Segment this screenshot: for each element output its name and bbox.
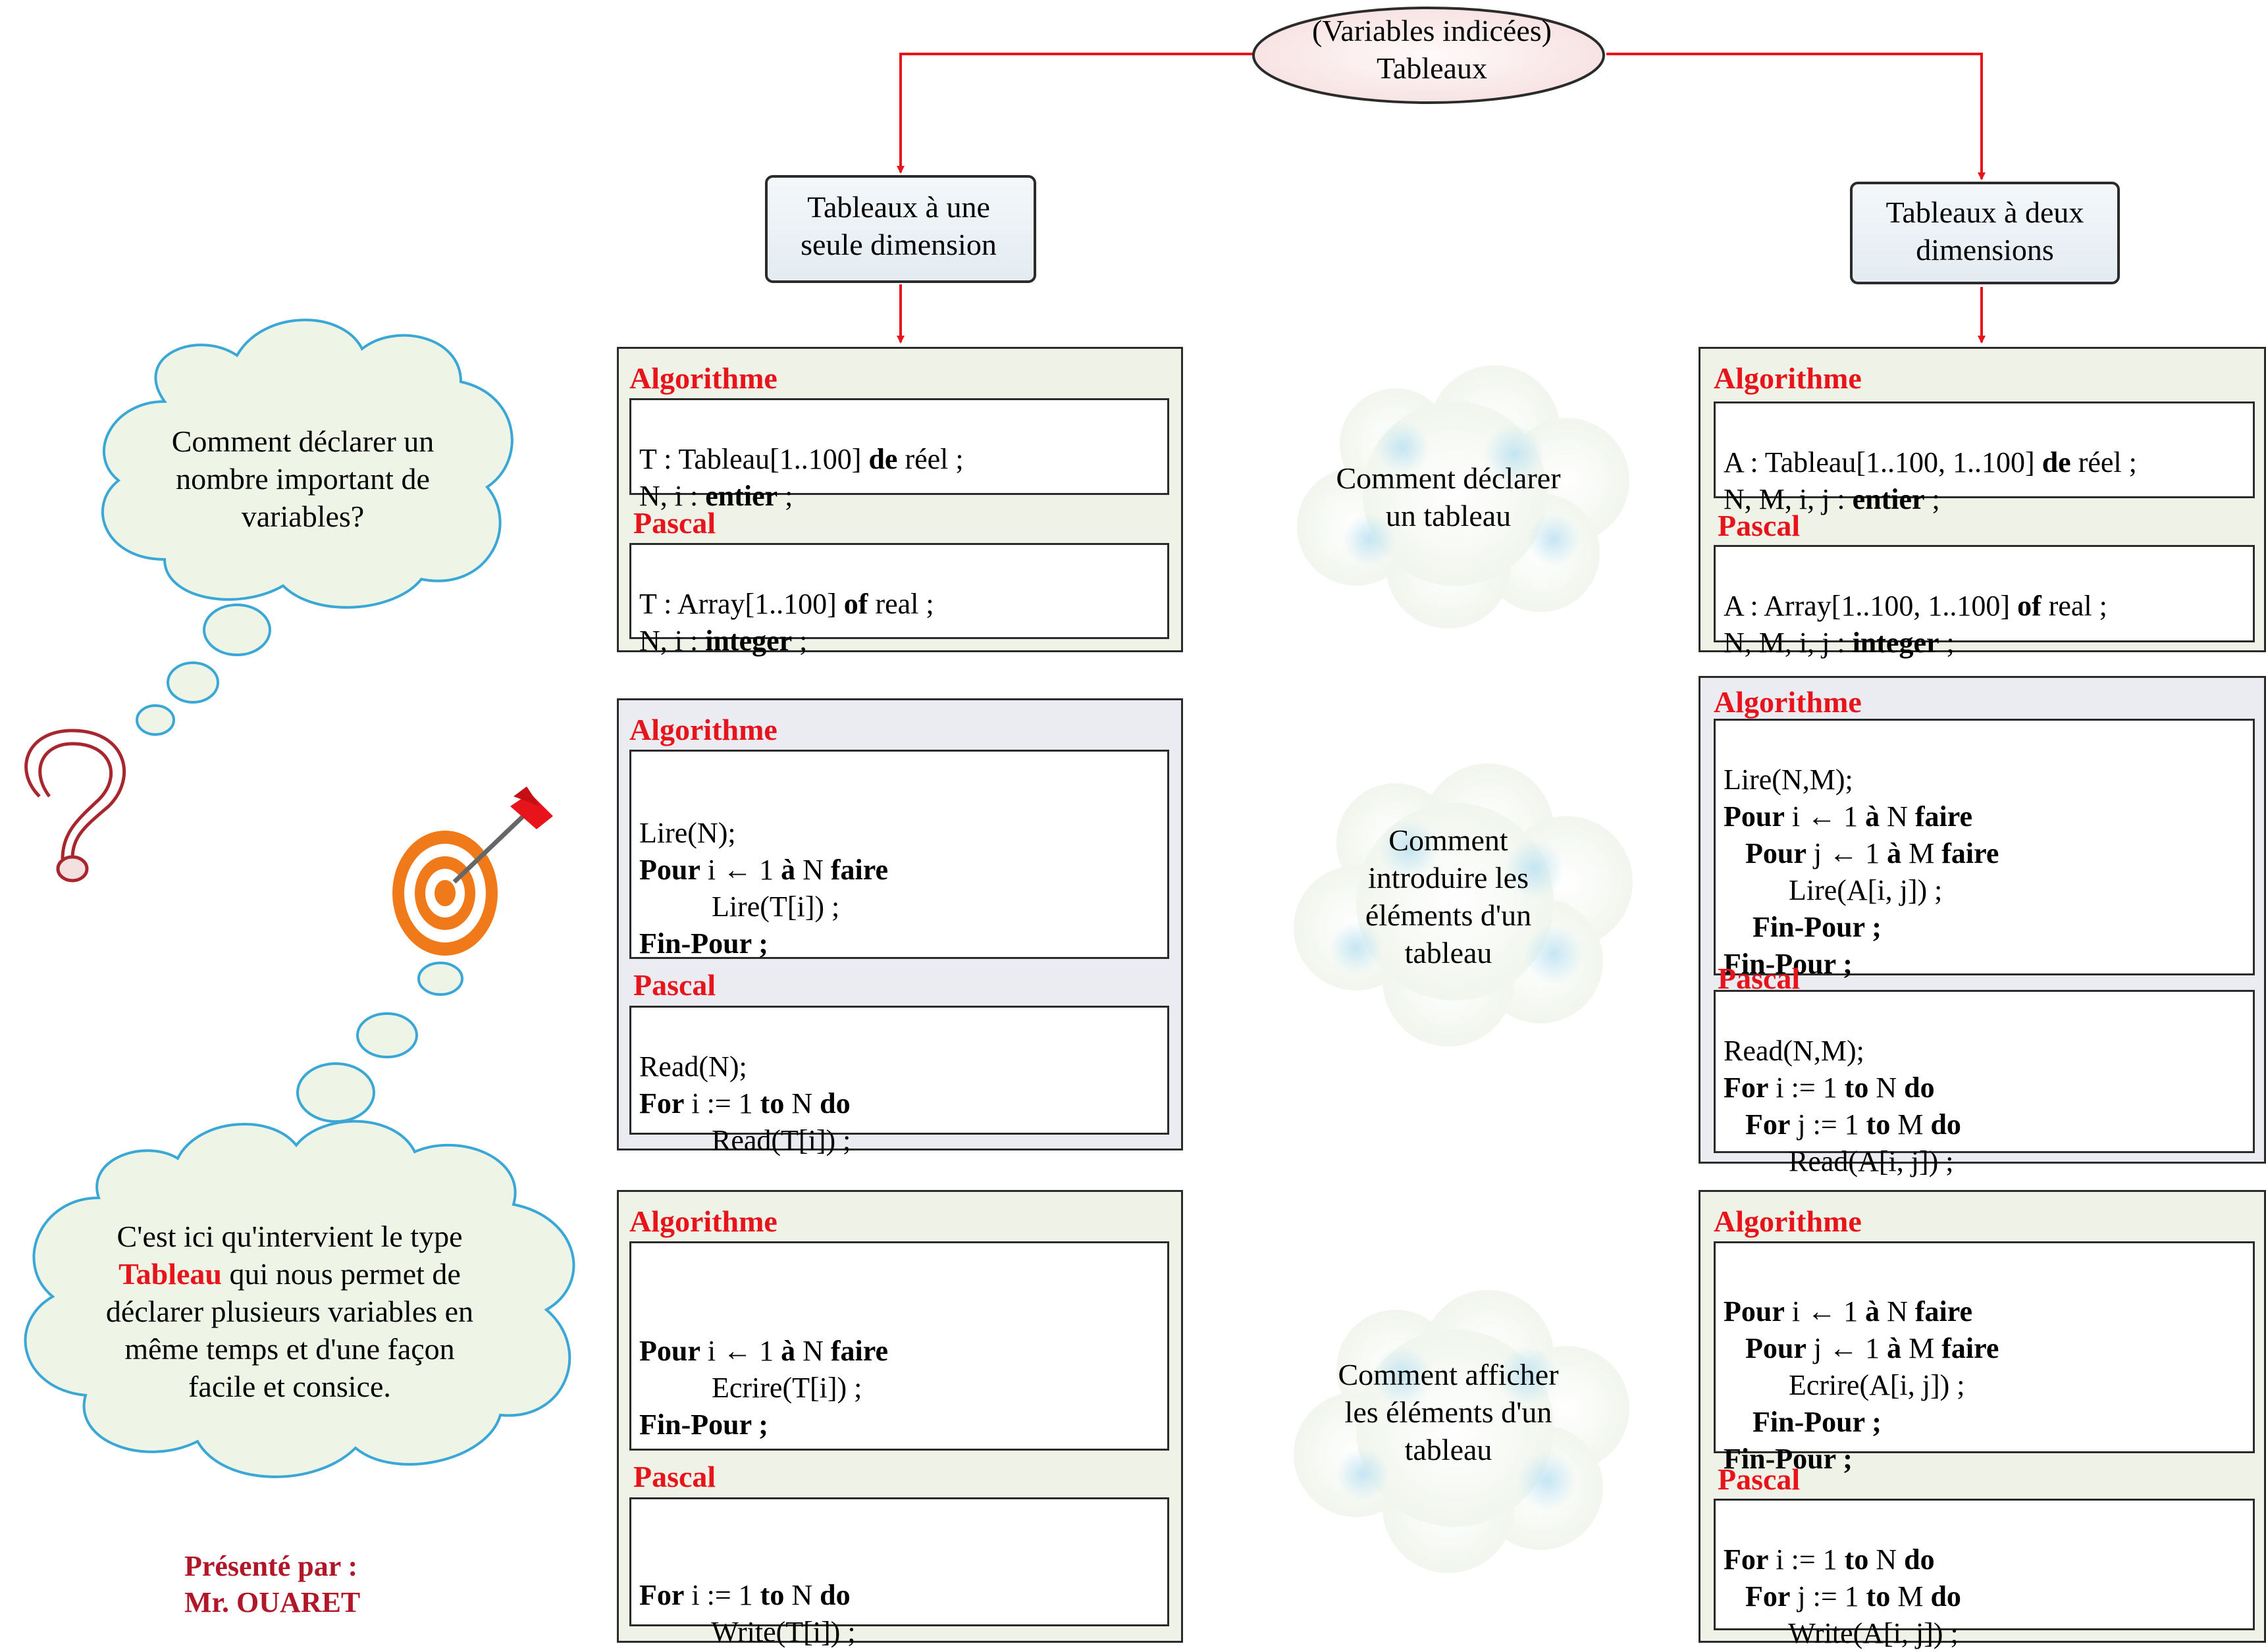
question-mark-icon xyxy=(24,729,126,883)
code-algo-output-2d: Pour i ← 1 à N faire Pour j ← 1 à M fair… xyxy=(1714,1241,2255,1475)
thought-bottom-text: C'est ici qu'intervient le type Tableau … xyxy=(66,1218,514,1405)
thought-bubble-top xyxy=(101,319,514,736)
thought-bottom-line2-rest: qui nous permet de xyxy=(222,1257,461,1291)
label-algorithme: Algorithme xyxy=(629,713,777,746)
question-output-line1: Comment afficher xyxy=(1338,1358,1559,1391)
code-algo-declare-2d: A : Tableau[1..100, 1..100] de réel ;N, … xyxy=(1714,401,2255,515)
thought-top-line2: nombre important de xyxy=(176,462,430,496)
tableau-highlight: Tableau xyxy=(119,1257,222,1291)
label-pascal: Pascal xyxy=(1718,509,1801,542)
thought-bottom-line5: facile et consice. xyxy=(188,1370,391,1403)
author-line2: Mr. OUARET xyxy=(184,1586,361,1618)
question-declare-line1: Comment déclarer xyxy=(1336,461,1561,495)
panel-input-1d: Algorithme Lire(N);Pour i ← 1 à N faire … xyxy=(617,698,1183,1156)
question-input-line3: éléments d'un xyxy=(1365,898,1532,932)
thought-bottom-line2: Tableau qui nous permet de xyxy=(66,1255,514,1293)
label-algorithme: Algorithme xyxy=(1714,685,1862,719)
label-pascal: Pascal xyxy=(633,506,716,540)
label-algorithme: Algorithme xyxy=(629,361,777,395)
root-ellipse xyxy=(1252,7,1605,104)
question-output-line3: tableau xyxy=(1404,1433,1492,1466)
branch-two-dim-line2: dimensions xyxy=(1916,233,2054,267)
thought-bottom-line1: C'est ici qu'intervient le type xyxy=(117,1220,463,1253)
label-pascal: Pascal xyxy=(633,1460,716,1493)
code-algo-output-1d: Pour i ← 1 à N faire Ecrire(T[i]) ;Fin-P… xyxy=(629,1241,1169,1451)
code-algo-input-1d: Lire(N);Pour i ← 1 à N faire Lire(T[i]) … xyxy=(629,750,1169,960)
label-pascal: Pascal xyxy=(633,968,716,1002)
question-declare-line2: un tableau xyxy=(1385,499,1512,532)
target-dart-icon xyxy=(392,787,553,956)
root-line2: Tableaux xyxy=(1377,51,1487,85)
thought-top-line3: variables? xyxy=(241,500,365,533)
question-declare: Comment déclarer un tableau xyxy=(1310,459,1587,534)
branch-box-two-dim xyxy=(1850,182,2120,284)
branch-one-dim-line2: seule dimension xyxy=(801,228,997,261)
panel-output-2d: Algorithme Pour i ← 1 à N faire Pour j ←… xyxy=(1699,1190,2266,1649)
label-algorithme: Algorithme xyxy=(629,1204,777,1238)
cloud-declare xyxy=(1297,365,1629,629)
label-pascal: Pascal xyxy=(1718,962,1801,995)
panel-declare-1d: Algorithme T : Tableau[1..100] de réel ;… xyxy=(617,347,1183,657)
thought-bottom-line4: même temps et d'une façon xyxy=(124,1332,455,1366)
panel-declare-2d: Algorithme A : Tableau[1..100, 1..100] d… xyxy=(1699,347,2266,659)
branch-two-dim-line1: Tableaux à deux xyxy=(1885,195,2084,229)
question-output-line2: les éléments d'un xyxy=(1344,1395,1552,1429)
panel-output-1d: Algorithme Pour i ← 1 à N faire Ecrire(T… xyxy=(617,1190,1183,1648)
root-line1: (Variables indicées) xyxy=(1311,14,1552,47)
code-pascal-input-2d: Read(N,M);For i := 1 to N do For j := 1 … xyxy=(1714,990,2255,1177)
code-pascal-output-2d: For i := 1 to N do For j := 1 to M do Wr… xyxy=(1714,1499,2255,1649)
branch-one-dim-line1: Tableaux à une xyxy=(807,190,990,224)
author-line1: Présenté par : xyxy=(184,1550,358,1582)
branch-two-dim: Tableaux à deux dimensions xyxy=(1850,194,2120,269)
root-node: (Variables indicées) Tableaux xyxy=(1254,12,1610,87)
label-algorithme: Algorithme xyxy=(1714,361,1862,395)
cloud-input xyxy=(1294,763,1633,1046)
question-input-line2: introduire les xyxy=(1368,861,1529,894)
label-pascal: Pascal xyxy=(1718,1462,1801,1496)
code-pascal-declare-2d: A : Array[1..100, 1..100] of real ;N, M,… xyxy=(1714,545,2255,659)
label-algorithme: Algorithme xyxy=(1714,1204,1862,1238)
code-algo-input-2d: Lire(N,M);Pour i ← 1 à N faire Pour j ← … xyxy=(1714,719,2255,980)
question-input: Comment introduire les éléments d'un tab… xyxy=(1310,821,1587,971)
connector-arrows xyxy=(897,53,1986,344)
question-input-line1: Comment xyxy=(1388,823,1508,857)
code-pascal-input-1d: Read(N);For i := 1 to N do Read(T[i]) ; xyxy=(629,1006,1169,1156)
branch-one-dim: Tableaux à une seule dimension xyxy=(764,188,1034,263)
code-algo-declare-1d: T : Tableau[1..100] de réel ;N, i : enti… xyxy=(629,398,1169,512)
cloud-output xyxy=(1294,1290,1629,1573)
thought-top-line1: Comment déclarer un xyxy=(171,425,435,458)
branch-box-one-dim xyxy=(765,175,1036,283)
author-credit: Présenté par : Mr. OUARET xyxy=(184,1548,360,1620)
code-pascal-declare-1d: T : Array[1..100] of real ;N, i : intege… xyxy=(629,543,1169,657)
thought-top-text: Comment déclarer un nombre important de … xyxy=(125,423,481,535)
question-output: Comment afficher les éléments d'un table… xyxy=(1310,1356,1587,1468)
thought-bubble-bottom xyxy=(24,962,575,1478)
panel-input-2d: Algorithme Lire(N,M);Pour i ← 1 à N fair… xyxy=(1699,676,2266,1177)
thought-bottom-line3: déclarer plusieurs variables en xyxy=(105,1295,474,1328)
code-pascal-output-1d: For i := 1 to N do Write(T[i]) ; xyxy=(629,1497,1169,1648)
question-input-line4: tableau xyxy=(1404,936,1492,969)
